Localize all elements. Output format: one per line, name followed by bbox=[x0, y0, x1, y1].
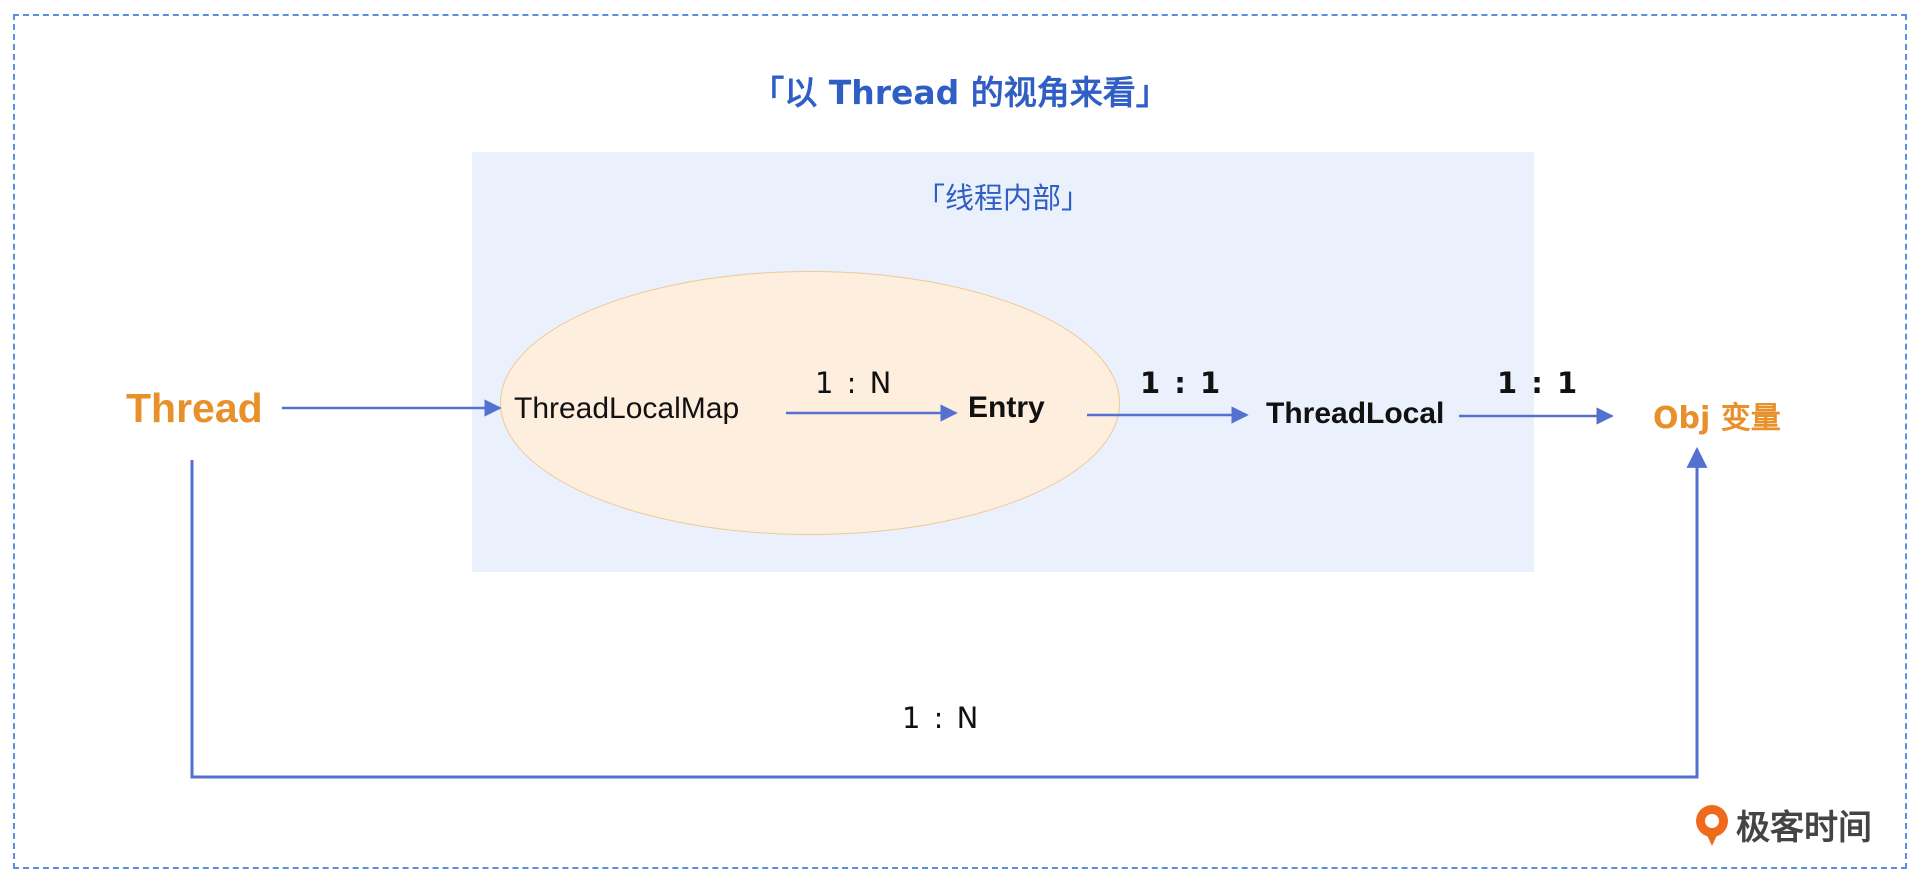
threadlocalmap-ellipse bbox=[500, 271, 1120, 535]
node-entry: Entry bbox=[968, 391, 1045, 424]
node-thread: Thread bbox=[126, 385, 263, 431]
ratio-map-to-entry: 1 : N bbox=[815, 366, 894, 400]
node-obj-variable: Obj 变量 bbox=[1653, 401, 1781, 436]
geektime-logo-icon bbox=[1696, 804, 1728, 846]
diagram-title: 「以 Thread 的视角来看」 bbox=[751, 73, 1169, 112]
geektime-logo: 极客时间 bbox=[1692, 800, 1872, 849]
geektime-logo-text: 极客时间 bbox=[1736, 808, 1872, 848]
ratio-entry-to-threadlocal: 1 : 1 bbox=[1140, 366, 1223, 400]
thread-internal-title: 「线程内部」 bbox=[915, 181, 1090, 215]
dashed-outer-frame bbox=[13, 14, 1907, 869]
node-threadlocal: ThreadLocal bbox=[1266, 397, 1445, 430]
ratio-thread-to-obj: 1 : N bbox=[902, 701, 981, 735]
ratio-threadlocal-to-obj: 1 : 1 bbox=[1497, 366, 1580, 400]
arrow-thread-to-obj bbox=[190, 446, 1708, 779]
node-threadlocalmap: ThreadLocalMap bbox=[514, 392, 740, 425]
